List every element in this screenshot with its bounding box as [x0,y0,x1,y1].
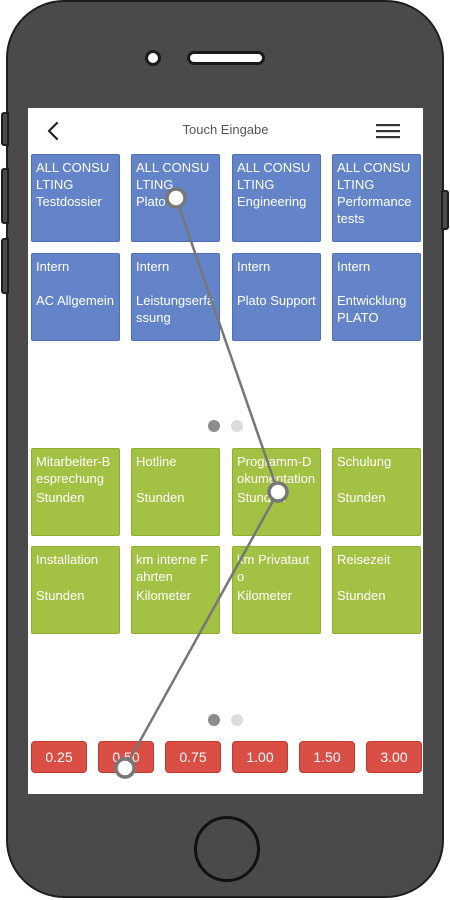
project-tile[interactable]: ALL CONSULTING Plato [131,154,220,242]
project-client: Intern [36,259,70,274]
project-tile[interactable]: ALL CONSULTING Engineering [232,154,321,242]
chevron-left-icon[interactable] [43,120,65,142]
project-tile[interactable]: ALL CONSULTING Testdossier [31,154,120,242]
amount-button[interactable]: 0.75 [165,741,221,773]
front-camera [145,50,161,66]
activity-tile[interactable]: Installation Stunden [31,546,120,634]
activity-name: Installation [36,552,99,567]
activity-tile[interactable]: Programm-Dokumentation Stunden [232,448,321,536]
activity-name: km interne Fahrten [136,552,209,584]
project-client: ALL CONSULTING [36,160,110,192]
pager-dot-projects-2[interactable] [231,420,243,432]
activity-name: Reisezeit [337,552,391,567]
project-client: ALL CONSULTING [136,160,210,192]
activity-unit: Kilometer [136,588,191,603]
project-tile[interactable]: Intern Leistungserfassung [131,253,220,341]
activity-unit: Stunden [337,490,386,505]
activity-tile[interactable]: Reisezeit Stunden [332,546,421,634]
activity-name: Programm-Dokumentation [237,454,316,486]
project-tile[interactable]: Intern AC Allgemein [31,253,120,341]
activity-name: Hotline [136,454,177,469]
side-button-volume-up [1,168,9,224]
page-title: Touch Eingabe [182,122,269,137]
activity-tile[interactable]: Hotline Stunden [131,448,220,536]
project-name: Plato Support [237,293,316,308]
amount-button[interactable]: 0.50 [98,741,154,773]
app-screen: Touch Eingabe ALL CONSULTING Testdossier… [28,108,423,794]
activity-name: Mitarbeiter-Besprechung [36,454,111,486]
project-client: ALL CONSULTING [337,160,411,192]
activity-tile[interactable]: Schulung Stunden [332,448,421,536]
project-name: Plato [136,194,166,209]
pager-dot-activities-2[interactable] [231,714,243,726]
home-button [194,816,260,882]
activity-unit: Stunden [36,588,85,603]
activity-name: Schulung [337,454,392,469]
activity-unit: Stunden [337,588,386,603]
activity-tile[interactable]: km Privatauto Kilometer [232,546,321,634]
activity-unit: Kilometer [237,588,292,603]
activity-unit: Stunden [136,490,185,505]
amount-button[interactable]: 1.50 [299,741,355,773]
side-button-power [441,190,449,230]
amount-button[interactable]: 0.25 [31,741,87,773]
project-client: ALL CONSULTING [237,160,311,192]
activity-tile[interactable]: Mitarbeiter-Besprechung Stunden [31,448,120,536]
side-button-silent [1,112,9,146]
project-client: Intern [136,259,170,274]
project-tile[interactable]: ALL CONSULTING Performance tests [332,154,421,242]
amount-button[interactable]: 1.00 [232,741,288,773]
hamburger-menu-icon[interactable] [375,122,401,140]
activity-name: km Privatauto [237,552,310,584]
speaker-grille [187,51,265,65]
project-client: Intern [237,259,271,274]
top-bar: Touch Eingabe [28,108,423,154]
project-name: AC Allgemein [36,293,115,308]
pager-dot-projects-1[interactable] [208,420,220,432]
project-name: Testdossier [36,194,102,209]
project-name: Entwicklung PLATO [337,293,407,325]
activity-unit: Stunden [237,490,286,505]
project-name: Engineering [237,194,307,209]
pager-dot-activities-1[interactable] [208,714,220,726]
project-name: Leistungserfassung [136,293,215,325]
project-tile[interactable]: Intern Entwicklung PLATO [332,253,421,341]
project-tile[interactable]: Intern Plato Support [232,253,321,341]
amount-button[interactable]: 3.00 [366,741,422,773]
activity-tile[interactable]: km interne Fahrten Kilometer [131,546,220,634]
project-client: Intern [337,259,371,274]
activity-unit: Stunden [36,490,85,505]
project-name: Performance tests [337,194,412,226]
side-button-volume-down [1,238,9,294]
